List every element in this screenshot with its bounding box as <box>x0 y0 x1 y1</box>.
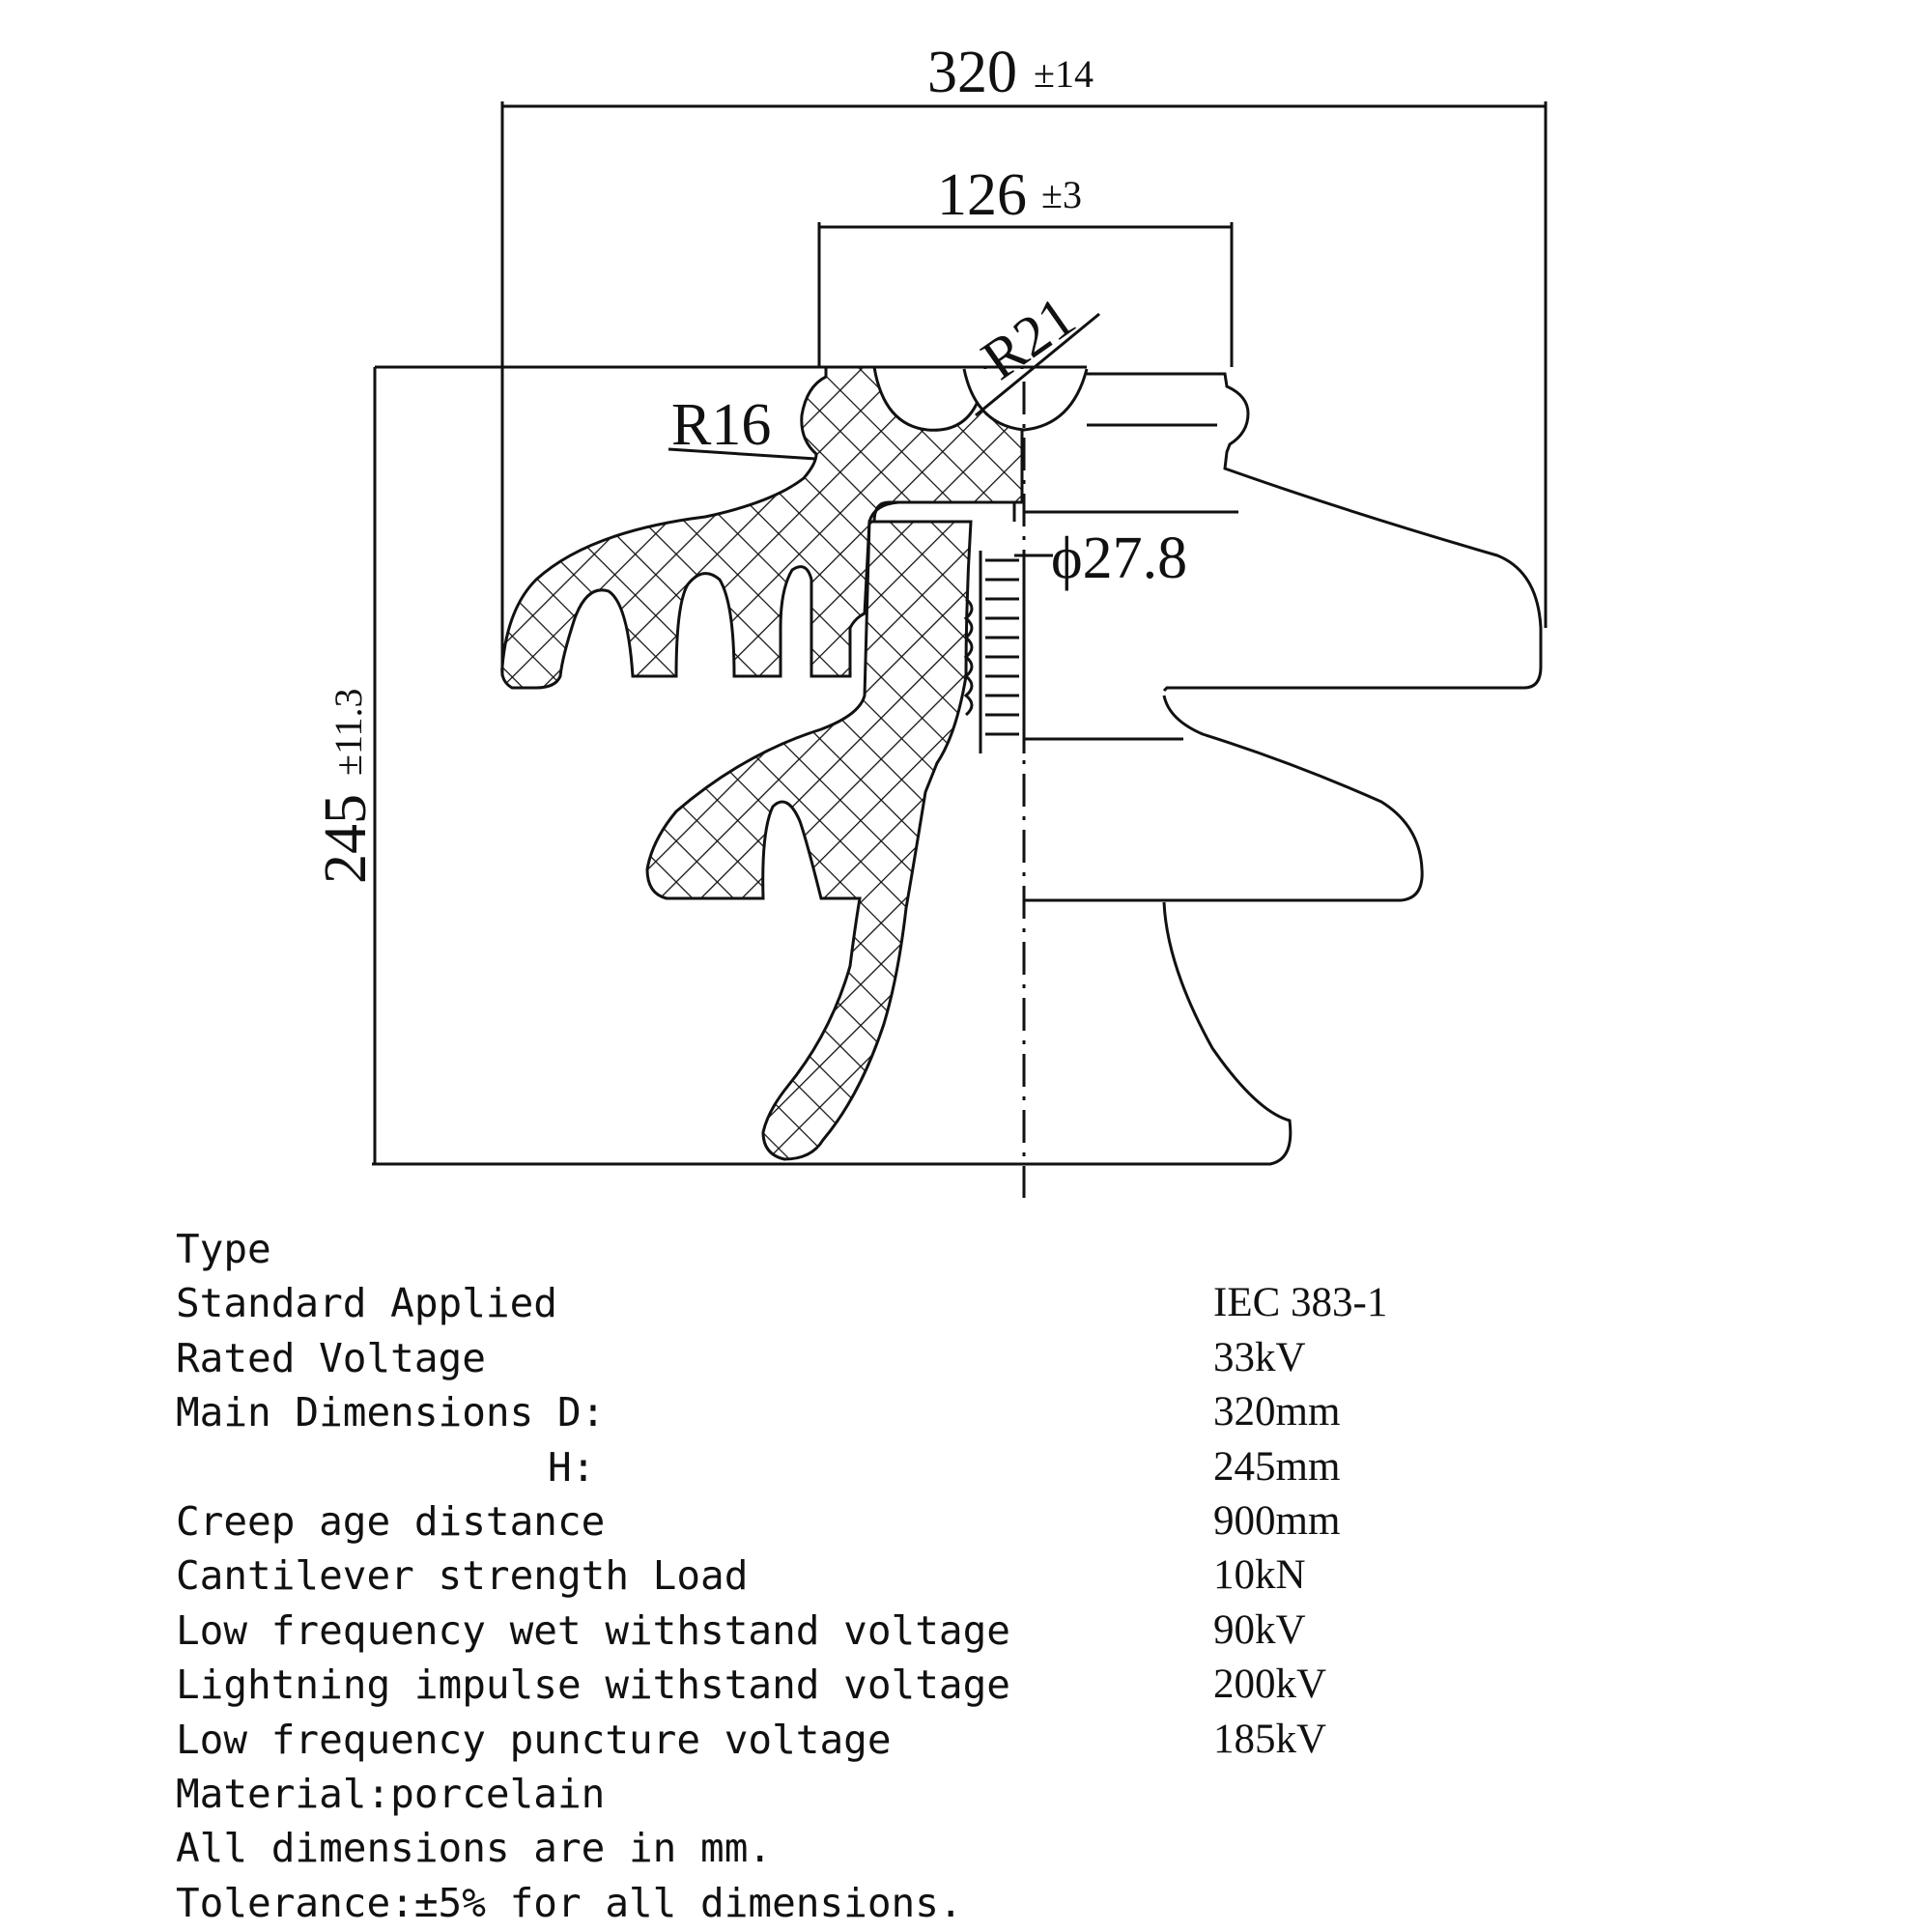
spec-label: Low frequency wet withstand voltage <box>176 1606 1010 1654</box>
spec-row-cantilever: Cantilever strength Load 10kN <box>176 1548 1818 1603</box>
spec-row-standard: Standard Applied IEC 383-1 <box>176 1276 1818 1330</box>
insulator-drawing: 320 ±14 126 ±3 R21 R16 ϕ27.8 245 ±11.3 <box>313 40 1548 1198</box>
spec-value: 320mm <box>1213 1389 1341 1435</box>
spec-label: Creep age distance <box>176 1497 606 1545</box>
spec-value: 185kV <box>1213 1716 1327 1762</box>
spec-row-type: Type <box>176 1222 1818 1276</box>
spec-value: 10kN <box>1213 1552 1306 1599</box>
note-units: All dimensions are in mm. <box>176 1825 773 1872</box>
spec-label: H: <box>548 1443 596 1491</box>
note-tolerance: Tolerance:±5% for all dimensions. <box>176 1879 963 1926</box>
dim-width-tolerance: ±14 <box>1034 52 1094 96</box>
spec-label: Type <box>176 1226 271 1272</box>
dim-pin-diameter: ϕ27.8 <box>1051 526 1187 591</box>
spec-row-wet-withstand: Low frequency wet withstand voltage 90kV <box>176 1604 1818 1658</box>
spec-value: 33kV <box>1213 1334 1306 1380</box>
dim-width-value: 320 <box>927 40 1017 105</box>
spec-table: Type Standard Applied IEC 383-1 Rated Vo… <box>176 1222 1818 1930</box>
spec-row-impulse-withstand: Lightning impulse withstand voltage 200k… <box>176 1658 1818 1712</box>
spec-row-puncture: Low frequency puncture voltage 185kV <box>176 1713 1818 1767</box>
spec-label: Standard Applied <box>176 1280 557 1327</box>
spec-value: 245mm <box>1213 1443 1341 1490</box>
insulator-section <box>500 365 1024 1161</box>
dimension-labels: 320 ±14 126 ±3 R21 R16 ϕ27.8 245 ±11.3 <box>313 40 1187 884</box>
spec-label: Cantilever strength Load <box>176 1552 749 1600</box>
spec-value: 900mm <box>1213 1497 1341 1544</box>
spec-label: Rated Voltage <box>176 1334 486 1381</box>
spec-label: Lightning impulse withstand voltage <box>176 1662 1010 1709</box>
spec-value: 90kV <box>1213 1606 1306 1653</box>
spec-row-rated-voltage: Rated Voltage 33kV <box>176 1331 1818 1385</box>
spec-label: Main Dimensions D: <box>176 1389 606 1436</box>
dim-height-tolerance: ±11.3 <box>327 689 370 776</box>
spec-value: IEC 383-1 <box>1213 1280 1388 1326</box>
dim-cap-tolerance: ±3 <box>1041 173 1082 216</box>
spec-label: Low frequency puncture voltage <box>176 1716 892 1763</box>
spec-row-height: H: 245mm <box>176 1440 1818 1494</box>
dimension-lines <box>373 101 1548 1166</box>
note-material: Material:porcelain <box>176 1770 606 1817</box>
dim-neck-radius: R16 <box>671 392 771 458</box>
spec-value: 200kV <box>1213 1662 1327 1708</box>
spec-row-diameter: Main Dimensions D: 320mm <box>176 1385 1818 1439</box>
spec-row-creepage: Creep age distance 900mm <box>176 1494 1818 1548</box>
dim-height-value: 245 <box>313 794 379 884</box>
insulator-outline <box>372 372 1543 1166</box>
dim-cap-value: 126 <box>937 162 1027 228</box>
